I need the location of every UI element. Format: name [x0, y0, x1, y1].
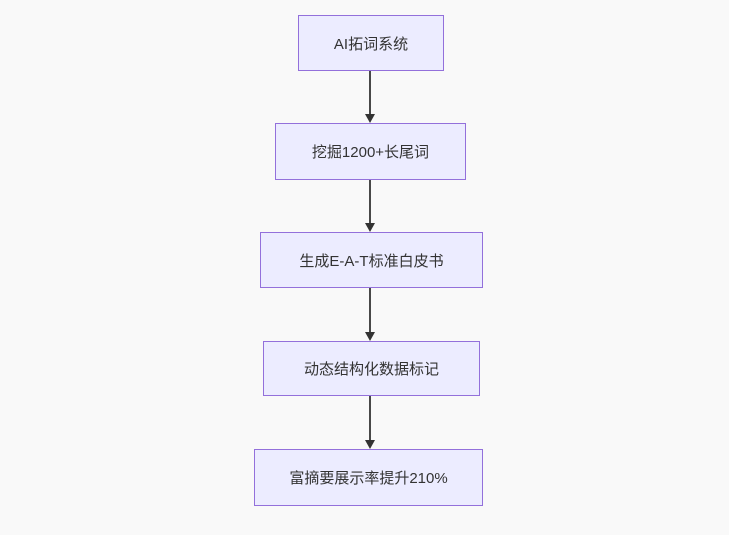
flow-node-eat-whitepaper: 生成E-A-T标准白皮书	[260, 232, 483, 288]
flow-arrow-4	[365, 396, 375, 449]
flow-node-longtail-mining: 挖掘1200+长尾词	[275, 123, 466, 180]
flow-node-label: 富摘要展示率提升210%	[289, 470, 448, 487]
flow-node-label: 挖掘1200+长尾词	[311, 144, 430, 161]
flow-arrow-2	[365, 180, 375, 232]
flow-node-rich-snippet-result: 富摘要展示率提升210%	[254, 449, 483, 506]
flow-node-ai-word-expansion: AI拓词系统	[298, 15, 444, 71]
flow-node-label: 动态结构化数据标记	[303, 361, 439, 378]
flow-arrow-1	[365, 71, 375, 123]
flow-arrow-3	[365, 288, 375, 341]
flow-node-structured-data: 动态结构化数据标记	[263, 341, 480, 396]
flow-node-label: AI拓词系统	[333, 35, 409, 53]
flow-node-label: 生成E-A-T标准白皮书	[299, 252, 444, 270]
